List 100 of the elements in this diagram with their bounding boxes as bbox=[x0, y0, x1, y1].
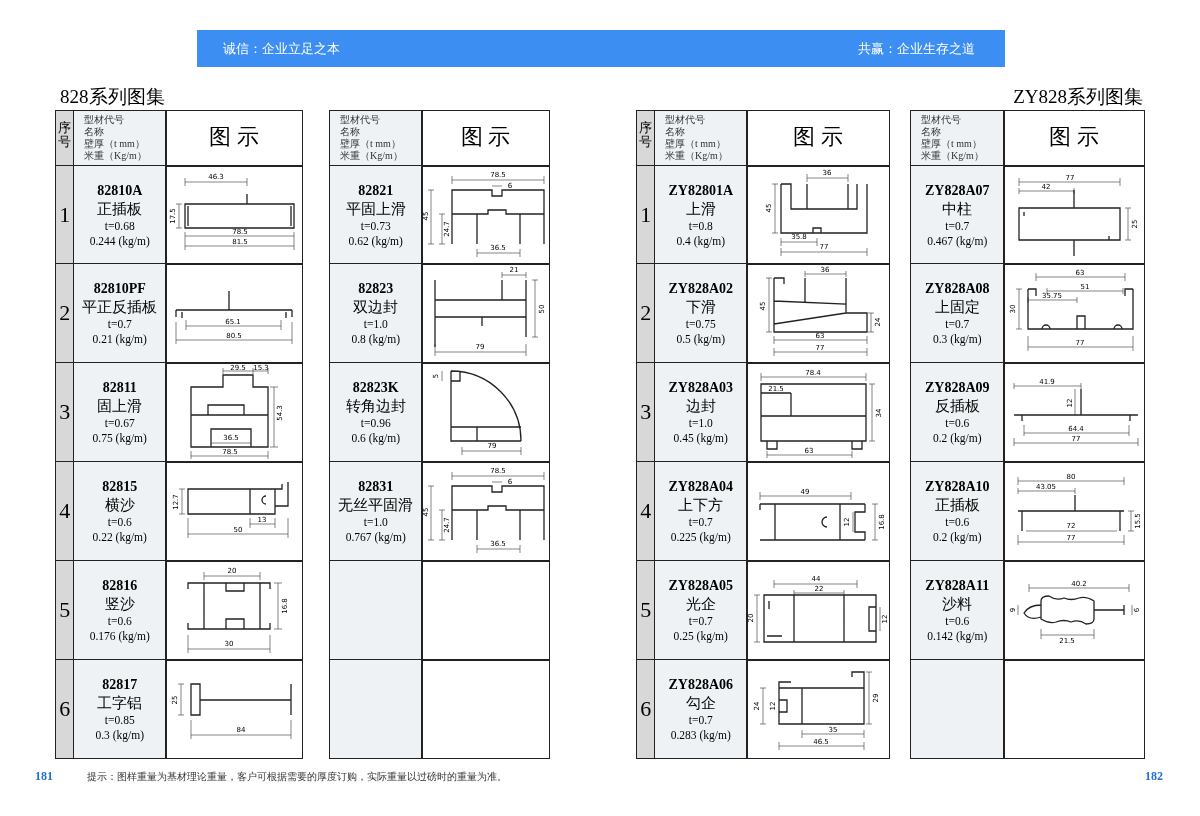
profile-code: 82823 bbox=[358, 280, 394, 299]
profile-name: 平正反插板 bbox=[82, 298, 158, 318]
unit-weight: 0.3 (kg/m) bbox=[95, 727, 145, 743]
row-number: 5 bbox=[55, 560, 75, 661]
column-header: 图 示 bbox=[1003, 110, 1145, 167]
profile-name: 无丝平固滑 bbox=[338, 496, 414, 516]
unit-weight: 0.244 (kg/m) bbox=[89, 233, 150, 249]
profile-code: ZY828A06 bbox=[668, 675, 734, 694]
unit-weight: 0.2 (kg/m) bbox=[932, 431, 982, 447]
unit-weight: 0.6 (kg/m) bbox=[351, 431, 401, 447]
profile-code: 82821 bbox=[358, 181, 394, 200]
wall-thickness: t=0.7 bbox=[945, 218, 970, 234]
column-header: 图 示 bbox=[165, 110, 303, 167]
unit-weight: 0.62 (kg/m) bbox=[348, 233, 403, 249]
profile-name: 固上滑 bbox=[97, 397, 143, 417]
profile-name: 反插板 bbox=[934, 397, 980, 417]
profile-name: 中柱 bbox=[942, 199, 973, 219]
wall-thickness: t=0.7 bbox=[107, 317, 132, 333]
profile-code: 82810A bbox=[97, 181, 143, 200]
slogan: 共赢：企业生存之道 bbox=[858, 40, 975, 58]
profile-code: 82815 bbox=[102, 478, 138, 497]
wall-thickness: t=0.6 bbox=[107, 614, 132, 630]
unit-weight: 0.3 (kg/m) bbox=[932, 332, 982, 348]
profile-name: 横沙 bbox=[104, 496, 135, 516]
row-number: 2 bbox=[55, 263, 75, 364]
column-header: 米重（Kg/m） bbox=[665, 150, 728, 162]
profile-name: 边封 bbox=[685, 397, 716, 417]
wall-thickness: t=1.0 bbox=[363, 515, 388, 531]
footnote: 提示：图样重量为基材理论重量，客户可根据需要的厚度订购，实际重量以过磅时的重量为准。 bbox=[87, 770, 507, 784]
unit-weight: 0.225 (kg/m) bbox=[670, 530, 731, 546]
unit-weight: 0.142 (kg/m) bbox=[927, 629, 988, 645]
profile-code: ZY828A08 bbox=[924, 280, 990, 299]
profile-code: ZY828A11 bbox=[925, 577, 990, 596]
profile-code: ZY828A07 bbox=[924, 181, 990, 200]
row-number: 5 bbox=[636, 560, 656, 661]
unit-weight: 0.22 (kg/m) bbox=[92, 530, 147, 546]
column-header: 壁厚（t mm） bbox=[665, 138, 726, 150]
slogan: 诚信：企业立足之本 bbox=[223, 40, 340, 58]
column-header: 序号 bbox=[636, 110, 656, 167]
column-header: 型材代号 bbox=[665, 114, 705, 126]
unit-weight: 0.176 (kg/m) bbox=[89, 629, 150, 645]
profile-name: 竖沙 bbox=[104, 595, 135, 615]
unit-weight: 0.467 (kg/m) bbox=[927, 233, 988, 249]
wall-thickness: t=0.7 bbox=[688, 515, 713, 531]
profile-name: 正插板 bbox=[97, 199, 143, 219]
wall-thickness: t=1.0 bbox=[688, 416, 713, 432]
column-header: 序号 bbox=[55, 110, 75, 167]
profile-code: ZY828A04 bbox=[668, 478, 734, 497]
column-header: 壁厚（t mm） bbox=[84, 138, 145, 150]
profile-name: 勾企 bbox=[685, 693, 716, 713]
unit-weight: 0.283 (kg/m) bbox=[670, 727, 731, 743]
unit-weight: 0.8 (kg/m) bbox=[351, 332, 401, 348]
column-header: 图 示 bbox=[746, 110, 890, 167]
profile-code: 82810PF bbox=[93, 280, 146, 299]
wall-thickness: t=1.0 bbox=[363, 317, 388, 333]
wall-thickness: t=0.68 bbox=[104, 218, 135, 234]
wall-thickness: t=0.7 bbox=[688, 614, 713, 630]
profile-name: 双边封 bbox=[353, 298, 399, 318]
unit-weight: 0.4 (kg/m) bbox=[676, 233, 726, 249]
unit-weight: 0.75 (kg/m) bbox=[92, 431, 147, 447]
profile-code: ZY828A03 bbox=[668, 379, 734, 398]
profile-code: ZY828A09 bbox=[924, 379, 990, 398]
row-number: 4 bbox=[55, 461, 75, 562]
wall-thickness: t=0.73 bbox=[360, 218, 391, 234]
profile-code: 82811 bbox=[102, 379, 137, 398]
column-header: 名称 bbox=[665, 126, 685, 138]
profile-code: ZY828A10 bbox=[924, 478, 990, 497]
column-header: 米重（Kg/m） bbox=[340, 150, 403, 162]
column-header: 壁厚（t mm） bbox=[921, 138, 982, 150]
wall-thickness: t=0.6 bbox=[945, 515, 970, 531]
unit-weight: 0.21 (kg/m) bbox=[92, 332, 147, 348]
column-header: 名称 bbox=[921, 126, 941, 138]
page-title: ZY828系列图集 bbox=[1013, 85, 1143, 109]
unit-weight: 0.2 (kg/m) bbox=[932, 530, 982, 546]
column-header: 型材代号 bbox=[921, 114, 961, 126]
column-header: 型材代号 bbox=[84, 114, 124, 126]
profile-name: 上滑 bbox=[685, 199, 716, 219]
row-number: 3 bbox=[55, 362, 75, 463]
column-header: 型材代号 bbox=[340, 114, 380, 126]
page-number: 182 bbox=[1145, 769, 1163, 784]
wall-thickness: t=0.7 bbox=[945, 317, 970, 333]
profile-code: 82823K bbox=[352, 379, 399, 398]
column-header: 米重（Kg/m） bbox=[84, 150, 147, 162]
profile-code: ZY828A02 bbox=[668, 280, 734, 299]
profile-name: 平固上滑 bbox=[345, 199, 406, 219]
wall-thickness: t=0.8 bbox=[688, 218, 713, 234]
profile-code: ZY828A05 bbox=[668, 577, 734, 596]
profile-name: 转角边封 bbox=[345, 397, 406, 417]
unit-weight: 0.45 (kg/m) bbox=[673, 431, 728, 447]
profile-name: 上固定 bbox=[934, 298, 980, 318]
profile-name: 正插板 bbox=[934, 496, 980, 516]
row-number: 6 bbox=[55, 659, 75, 759]
profile-code: 82816 bbox=[102, 577, 138, 596]
page-number: 181 bbox=[35, 769, 53, 784]
wall-thickness: t=0.6 bbox=[107, 515, 132, 531]
unit-weight: 0.25 (kg/m) bbox=[673, 629, 728, 645]
row-number: 4 bbox=[636, 461, 656, 562]
profile-name: 上下方 bbox=[678, 496, 724, 516]
column-header: 名称 bbox=[340, 126, 360, 138]
page-title: 828系列图集 bbox=[60, 85, 165, 109]
